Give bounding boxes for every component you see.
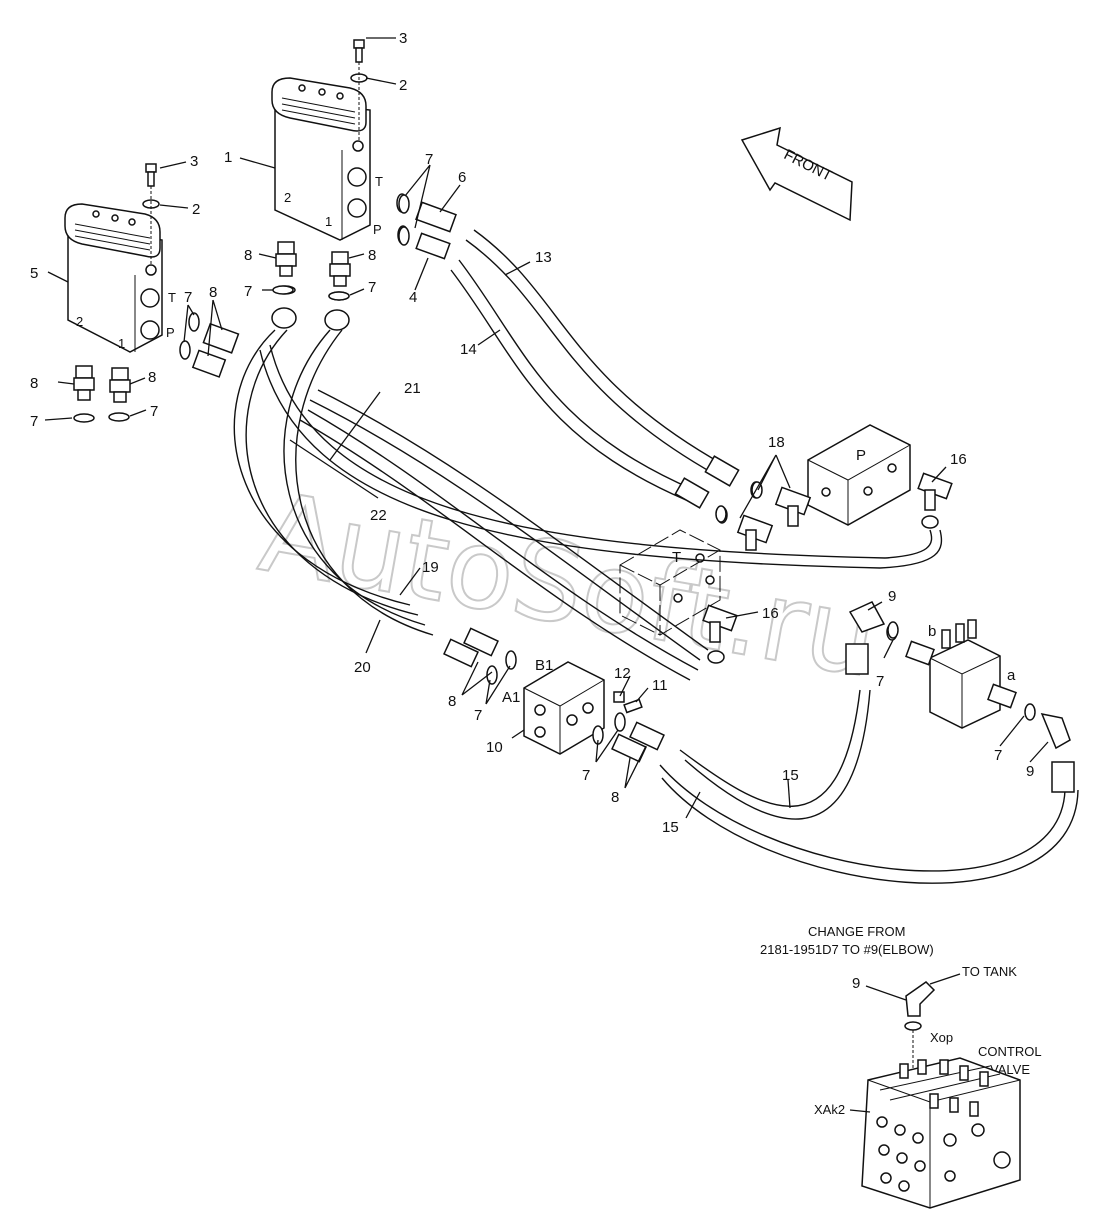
callout-16-lower: 16: [762, 605, 779, 622]
callout-7-lower: 7: [994, 747, 1002, 764]
leader-lines: [44, 37, 1049, 819]
callout-7-v5a: 7: [30, 413, 38, 430]
callout-7-valve: 7: [876, 673, 884, 690]
callout-3-upper: 3: [399, 30, 407, 47]
callout-3-left: 3: [190, 153, 198, 170]
manifold-block-10: [523, 661, 605, 755]
callout-11: 11: [652, 677, 668, 694]
callout-8-b10b: 8: [611, 789, 619, 806]
tee-fitting-16-lower: [702, 604, 738, 664]
pedal1-port-P: P: [373, 222, 382, 237]
callout-7-b10a: 7: [474, 707, 482, 724]
callout-9-upper: 9: [888, 588, 896, 605]
callout-18: 18: [768, 434, 785, 451]
hose-15: [659, 643, 1079, 884]
hose-19-20-21-22: [233, 307, 709, 681]
pedal5-port-T: T: [168, 290, 176, 305]
callout-7-v5side: 7: [184, 289, 192, 306]
block-P-label: P: [856, 447, 866, 464]
pedal5-port-2: 2: [76, 314, 83, 329]
pedal5-port-P: P: [166, 325, 175, 340]
callout-5: 5: [30, 265, 38, 282]
pedal5-port-1: 1: [118, 336, 125, 351]
valve-port-b: b: [928, 623, 936, 640]
inset-callout-9: 9: [852, 975, 860, 992]
callout-7-b10b: 7: [582, 767, 590, 784]
callout-4: 4: [409, 289, 417, 306]
inset-note-line2: 2181-1951D7 TO #9(ELBOW): [760, 942, 934, 957]
inset-control-valve-line1: CONTROL: [978, 1044, 1042, 1059]
front-direction-arrow: FRONT: [740, 126, 853, 222]
pedal1-port-T: T: [375, 174, 383, 189]
junction-block-P: [807, 424, 911, 526]
callout-8-b10a: 8: [448, 693, 456, 710]
inset-control-valve: CHANGE FROM 2181-1951D7 TO #9(ELBOW) TO …: [760, 924, 1042, 1209]
inset-xak2: XAk2: [814, 1102, 845, 1117]
callout-2-left: 2: [192, 201, 200, 218]
callout-14: 14: [460, 341, 477, 358]
callout-20: 20: [354, 659, 371, 676]
callout-8-v1a: 8: [244, 247, 252, 264]
callout-1: 1: [224, 149, 232, 166]
pilot-valve-ab: [905, 619, 1017, 729]
callout-7-v5b: 7: [150, 403, 158, 420]
callout-8-v5b: 8: [148, 369, 156, 386]
callout-10: 10: [486, 739, 503, 756]
callout-8-v5side: 8: [209, 284, 217, 301]
bolt-3-upper: [350, 39, 368, 140]
callout-2-upper: 2: [399, 77, 407, 94]
tee-fitting-18: [716, 481, 812, 551]
elbow-9-lower: [1024, 703, 1071, 750]
callout-7-v1a: 7: [244, 283, 252, 300]
pedal1-port-2: 2: [284, 190, 291, 205]
block10-port-A1: A1: [502, 689, 520, 706]
o-rings-7: [272, 194, 899, 639]
callout-12: 12: [614, 665, 631, 682]
pedal1-port-1: 1: [325, 214, 332, 229]
inset-xop: Xop: [930, 1030, 953, 1045]
callout-7-upper: 7: [425, 151, 433, 168]
bolt-3-left: [142, 163, 160, 266]
fitting-8-valve5-b: [108, 367, 131, 422]
callout-13: 13: [535, 249, 552, 266]
pedal-valve-1: [271, 77, 371, 241]
fitting-8-valve5-side: [179, 312, 240, 378]
callout-21: 21: [404, 380, 421, 397]
fitting-8-valve5-a: [73, 365, 95, 423]
callout-15-lower: 15: [662, 819, 679, 836]
tee-fitting-16-upper: [917, 472, 953, 529]
block10-port-B1: B1: [535, 657, 553, 674]
callout-15-upper: 15: [782, 767, 799, 784]
hose-14: [450, 259, 710, 509]
inset-to-tank: TO TANK: [962, 964, 1017, 979]
callouts: 1 3 2 3 2 5 7 6 4 13 14 8 7 8 7 7 8 8 8 …: [30, 30, 1034, 836]
callout-7-v1b: 7: [368, 279, 376, 296]
hose-13: [465, 229, 740, 487]
callout-16-upper: 16: [950, 451, 967, 468]
callout-22: 22: [370, 507, 387, 524]
callout-8-v5a: 8: [30, 375, 38, 392]
callout-8-v1b: 8: [368, 247, 376, 264]
callout-6: 6: [458, 169, 466, 186]
callout-19: 19: [422, 559, 439, 576]
valve-port-a: a: [1007, 667, 1016, 684]
inset-note-line1: CHANGE FROM: [808, 924, 906, 939]
pedal-valve-5: [64, 203, 163, 353]
hose-return: [259, 344, 943, 569]
callout-9-lower: 9: [1026, 763, 1034, 780]
fittings-block10: [443, 627, 665, 763]
